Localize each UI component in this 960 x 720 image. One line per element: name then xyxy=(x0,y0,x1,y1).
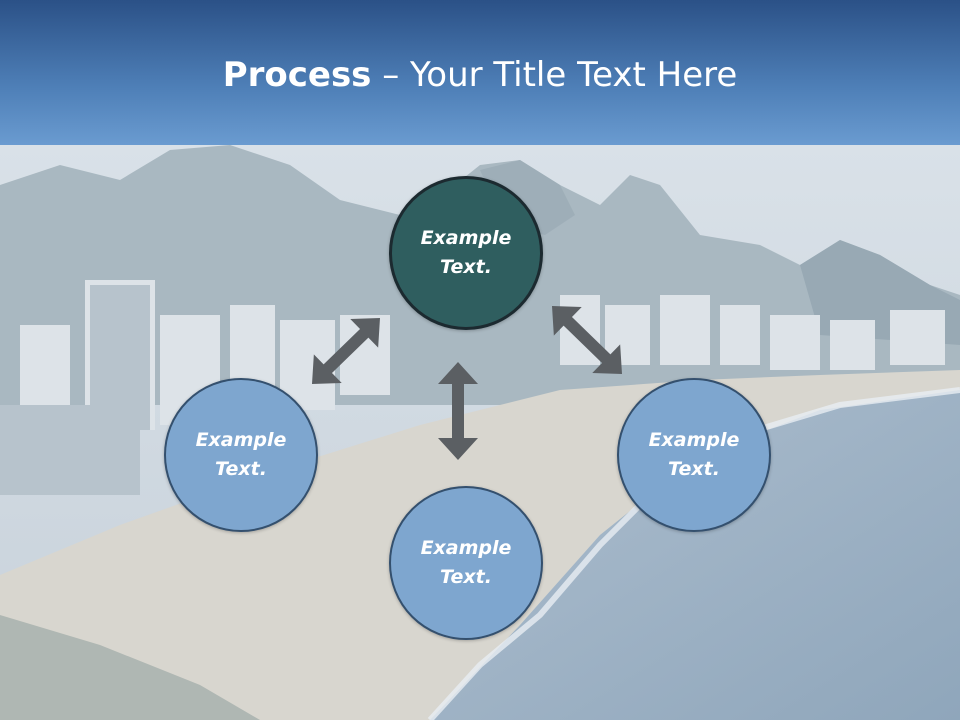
node-right-line1: Example xyxy=(648,429,740,451)
title-rest-part: – Your Title Text Here xyxy=(371,55,738,95)
node-top-line2: Text. xyxy=(440,256,492,278)
node-bottom-line2: Text. xyxy=(440,566,492,588)
node-left-line1: Example xyxy=(195,429,287,451)
slide-title[interactable]: Process – Your Title Text Here xyxy=(0,52,960,98)
node-bottom-line1: Example xyxy=(420,537,512,559)
node-left-line2: Text. xyxy=(215,458,267,480)
node-top-line1: Example xyxy=(420,227,512,249)
title-bold-part: Process xyxy=(222,55,372,95)
title-bar: Process – Your Title Text Here xyxy=(0,0,960,145)
node-right-line2: Text. xyxy=(668,458,720,480)
